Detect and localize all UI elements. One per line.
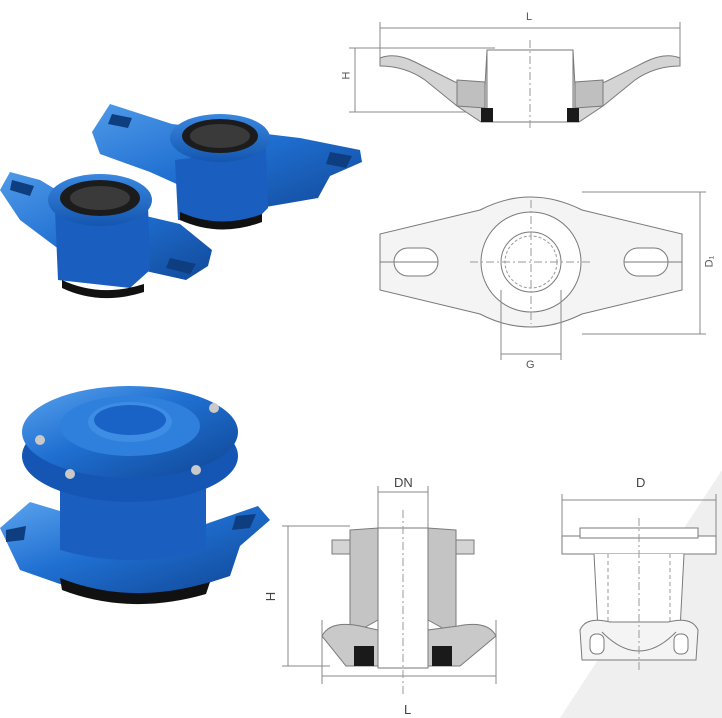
flange-side-drawing	[561, 494, 717, 670]
dim-label-d1: D₁	[703, 255, 716, 268]
saddle-side-drawing	[349, 22, 681, 130]
dim-label-d: D	[636, 475, 646, 490]
dim-label-l-bottom: L	[404, 702, 412, 717]
saddle-fittings-photo	[0, 104, 362, 299]
saddle-fitting-back	[92, 104, 362, 230]
dim-label-g: G	[526, 359, 535, 371]
dim-label-h-top: H	[340, 71, 353, 80]
flange-fitting-photo	[0, 386, 270, 605]
dim-label-h-bottom: H	[263, 591, 279, 602]
dim-label-dn: DN	[394, 475, 413, 490]
saddle-top-drawing	[379, 191, 706, 360]
saddle-fitting-front	[0, 172, 212, 299]
dim-label-l-top: L	[526, 11, 533, 23]
flange-section-drawing	[282, 486, 497, 696]
